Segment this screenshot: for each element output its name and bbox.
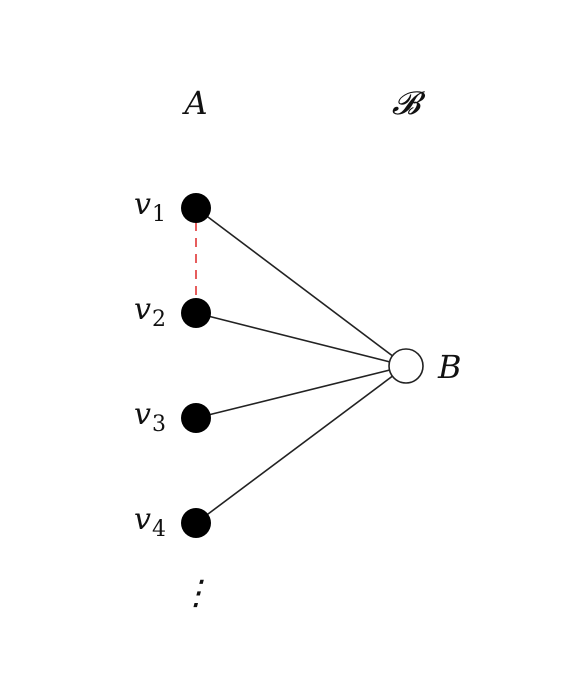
edge-v3-B	[195, 365, 407, 419]
vertex-label-v2: v2	[134, 292, 166, 332]
vertex-label-v1: v1	[134, 187, 166, 227]
vertex-v3	[181, 403, 211, 433]
continuation-dots: ⋮	[179, 573, 213, 613]
vertex-v4	[181, 508, 211, 538]
vertex-B	[388, 348, 424, 384]
vertex-label-v3: v3	[134, 397, 166, 437]
left-vertex-labels: v1 v2 v3 v4	[134, 187, 166, 542]
left-vertices	[181, 193, 211, 538]
left-column-header: A	[181, 84, 207, 122]
edges	[195, 207, 407, 524]
vertex-label-v4: v4	[134, 502, 166, 542]
right-column-header: 𝓑	[392, 84, 426, 122]
vertex-v2	[181, 298, 211, 328]
vertex-v1	[181, 193, 211, 223]
edge-v1-B	[195, 207, 407, 367]
edge-v2-B	[195, 312, 407, 367]
edge-v4-B	[195, 365, 407, 524]
vertex-label-B: B	[437, 348, 462, 386]
